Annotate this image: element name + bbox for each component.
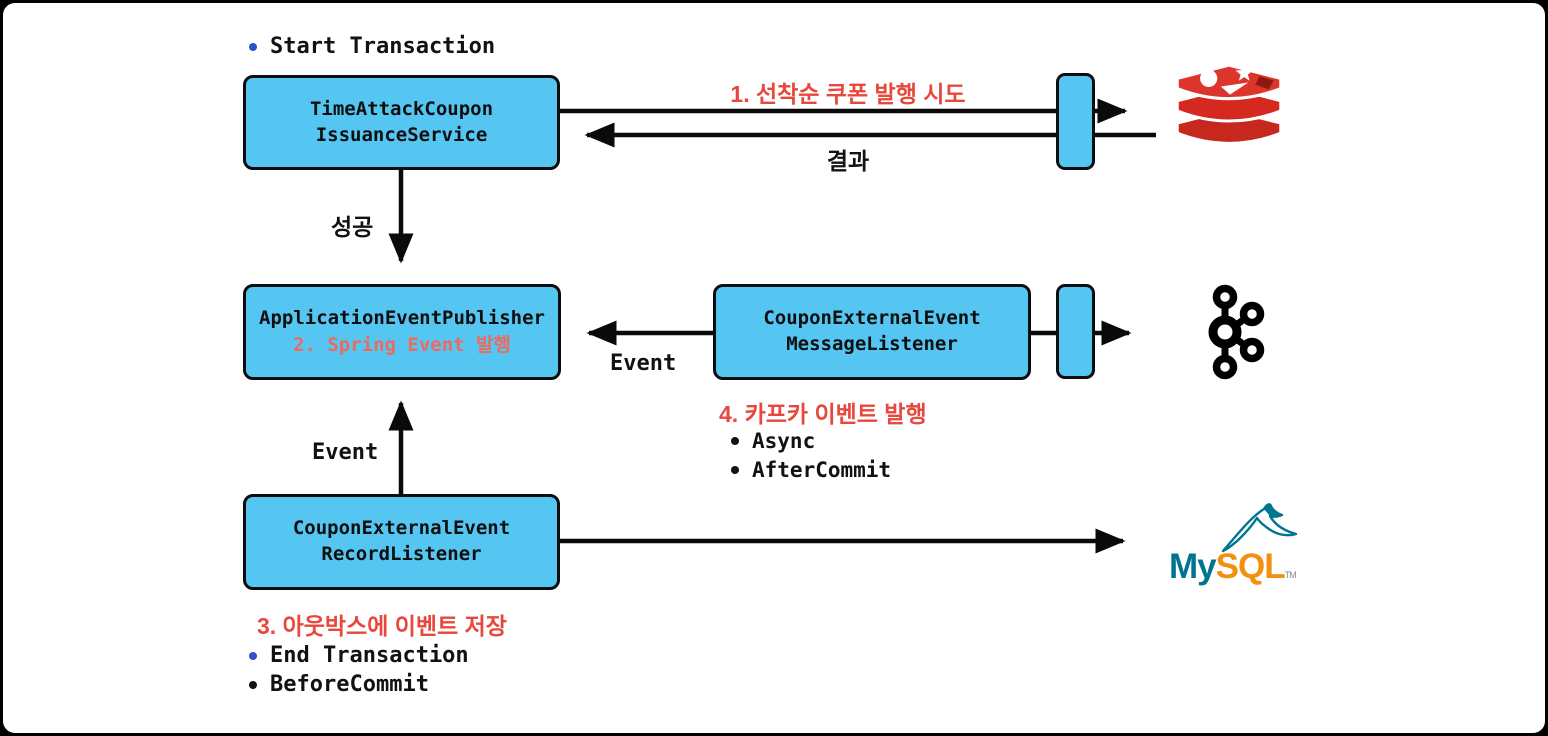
bullet-dot [249, 680, 257, 689]
node-application-event-publisher: ApplicationEventPublisher 2. Spring Even… [243, 284, 561, 380]
node-coupon-external-event-message-listener: CouponExternalEvent MessageListener [713, 284, 1031, 380]
event-label-bottom: Event [312, 440, 379, 465]
mysql-icon: MySQLTM [1169, 503, 1309, 603]
node-label-line: MessageListener [786, 333, 958, 355]
node-label-line: IssuanceService [315, 123, 488, 146]
node-sublabel-spring-event: 2. Spring Event 발행 [293, 333, 511, 356]
node-label-line: CouponExternalEvent [292, 517, 511, 540]
kafka-icon [1195, 284, 1265, 385]
bullet-dot [249, 651, 257, 660]
node-label-line: RecordListener [321, 543, 482, 565]
async-item: Async [731, 429, 815, 453]
node-label-line: TimeAttackCoupon [309, 97, 494, 120]
after-commit-item: AfterCommit [731, 458, 891, 482]
step3-label: 3. 아웃박스에 이벤트 저장 [257, 613, 507, 639]
node-label-line: CouponExternalEvent [763, 307, 981, 330]
step1-label: 1. 선착순 쿠폰 발행 시도 [730, 81, 966, 107]
mysql-dolphin-icon [1221, 503, 1298, 553]
result-label: 결과 [826, 148, 870, 174]
bullet-dot [731, 437, 739, 445]
end-transaction-label: End Transaction [249, 643, 469, 668]
start-transaction-label: Start Transaction [249, 34, 495, 59]
event-label-middle: Event [610, 351, 677, 376]
node-label-line: ApplicationEventPublisher [259, 306, 545, 329]
bullet-dot [249, 42, 257, 51]
redis-icon [1163, 63, 1295, 180]
mysql-logo-text: MySQLTM [1169, 547, 1297, 586]
success-label: 성공 [331, 214, 374, 240]
redis-port-box [1056, 73, 1095, 170]
bullet-dot [731, 466, 739, 474]
step4-label: 4. 카프카 이벤트 발행 [719, 401, 927, 427]
node-time-attack-coupon-issuance-service: TimeAttackCoupon IssuanceService [243, 75, 560, 170]
node-coupon-external-event-record-listener: CouponExternalEvent RecordListener [243, 494, 560, 590]
kafka-port-box [1056, 284, 1095, 379]
before-commit-label: BeforeCommit [249, 672, 429, 697]
